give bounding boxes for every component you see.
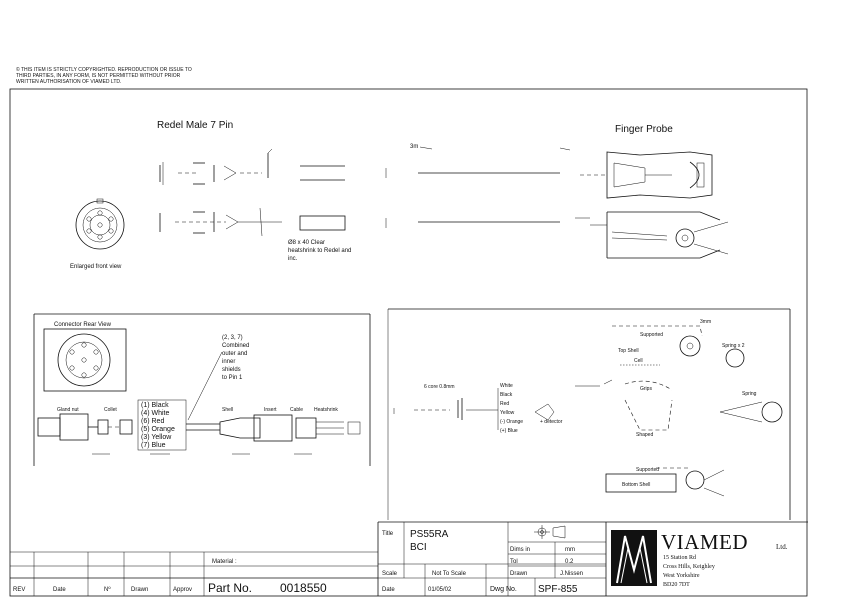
assembly-detail-panel: Connector Rear View (2, 3, 7) Combined o… (33, 313, 371, 466)
part-label-insert: Insert (264, 407, 277, 413)
cable-length-label: 3m (410, 144, 418, 150)
enlarged-front-view-label: Enlarged front view (70, 264, 122, 270)
sleeving-note-3: inc. (288, 256, 298, 262)
date-label: Date (382, 587, 395, 593)
drawn-label: Drawn (510, 571, 527, 577)
viamed-logo (611, 530, 657, 586)
pin-list-item-6: (7) Blue (141, 442, 166, 449)
shield-note-6: to Pin 1 (222, 375, 243, 381)
wire-color-white: White (500, 383, 513, 389)
wire-color-blue: (+) Blue (500, 428, 518, 434)
finger-probe-side-view (590, 211, 729, 259)
redel-connector-title: Redel Male 7 Pin (157, 120, 233, 131)
exploded-assembly (37, 413, 361, 455)
projection-symbol-icon (534, 525, 566, 539)
company-suffix: Ltd. (776, 543, 788, 551)
label-grips: Grips (640, 386, 652, 392)
shield-note-1: (2, 3, 7) (222, 335, 243, 341)
dims-label: Dims in (510, 547, 530, 553)
part-label-heatshrink: Heatshrink (314, 407, 338, 413)
rev-header-rev: REV (13, 587, 25, 593)
part-label-cable: Cable (290, 407, 303, 413)
sleeving-note-1: Ø8 x 40 Clear (288, 240, 325, 246)
connector-rear-view-label: Connector Rear View (54, 322, 112, 328)
pin-list-item-5: (3) Yellow (141, 434, 172, 441)
drawing-number-label: Dwg No. (490, 586, 517, 593)
rev-header-drawn: Drawn (131, 587, 148, 593)
rev-header-approved: Approv (173, 587, 192, 593)
copyright-line-3: WRITTEN AUTHORISATION OF VIAMED LTD. (16, 79, 121, 85)
top-view: Redel Male 7 Pin Finger Probe 3m Enlarge… (70, 120, 729, 270)
company-address-3: West Yorkshire (663, 573, 700, 579)
part-label-collet: Collet (104, 407, 117, 413)
company-name: VIAMED (661, 530, 748, 554)
label-supported-bottom: Supported (636, 467, 659, 473)
connector-side-view (159, 207, 590, 237)
probe-shell-parts (605, 325, 783, 497)
title-label: Title (382, 531, 394, 537)
wire-color-yellow: Yellow (500, 410, 515, 416)
company-address-4: BD20 7DT (663, 582, 690, 588)
copyright-line-2: THIRD PARTIES, IN ANY FORM, IS NOT PERMI… (16, 73, 181, 79)
pin-list-item-2: (4) White (141, 410, 170, 417)
connector-rear-view (57, 333, 111, 387)
shield-note-2: Combined (222, 343, 249, 349)
date-value: 01/05/02 (428, 587, 452, 593)
wire-color-orange: (-) Orange (500, 419, 523, 425)
part-number-value: 0018550 (280, 581, 327, 595)
rev-header-number: Nº (104, 586, 111, 593)
part-number-label: Part No. (208, 581, 252, 595)
title-block: Material : REV Date Nº Drawn Approv Part… (10, 521, 808, 596)
pin-list-item-1: (1) Black (141, 402, 169, 409)
rev-header-date: Date (53, 587, 66, 593)
connector-rear-view-box (43, 328, 127, 392)
enlarged-front-view (75, 198, 125, 250)
company-address-1: 15 Station Rd (663, 555, 696, 561)
label-top-shell: Top Shell (618, 348, 639, 354)
finger-probe-title: Finger Probe (615, 124, 673, 135)
title-line-2: BCI (410, 542, 427, 553)
finger-probe-top-view (580, 151, 713, 199)
shield-note-5: shields (222, 367, 241, 373)
connector-plan-view (159, 146, 571, 185)
scale-value: Not To Scale (432, 571, 467, 577)
material-label: Material : (212, 559, 237, 565)
tolerance-label: Tol (510, 559, 518, 565)
label-3mm: 3mm (700, 319, 711, 325)
sleeving-note-2: heatshrink to Redel and (288, 248, 351, 254)
title-line-1: PS55RA (410, 529, 449, 540)
tolerance-value: 0.2 (565, 559, 574, 565)
company-address-2: Cross Hills, Keighley (663, 564, 715, 570)
dims-value: mm (565, 547, 575, 553)
drawing-border (9, 88, 808, 597)
shield-note-3: outer and (222, 351, 247, 357)
drawing-number-value: SPF-855 (538, 584, 578, 595)
label-cell: Cell (634, 358, 643, 364)
scale-label: Scale (382, 571, 398, 577)
drawn-value: J.Nissen (560, 571, 583, 577)
copyright-notice: © THIS ITEM IS STRICTLY COPYRIGHTED. REP… (16, 66, 192, 85)
pin-list-item-3: (6) Red (141, 418, 164, 425)
wire-detector-note: + detector (540, 419, 563, 425)
label-supported-top: Supported (640, 332, 663, 338)
wire-color-red: Red (500, 401, 509, 407)
label-bottom-shell: Bottom Shell (622, 482, 650, 488)
shield-note-4: inner (222, 359, 235, 365)
part-label-shell: Shell (222, 407, 233, 413)
pin-list-item-4: (5) Orange (141, 426, 175, 433)
label-shaped: Shaped (636, 432, 653, 438)
copyright-line-1: © THIS ITEM IS STRICTLY COPYRIGHTED. REP… (16, 66, 192, 73)
label-spring: Spring (742, 391, 757, 397)
label-spring-x2: Spring x 2 (722, 343, 745, 349)
part-label-gland-nut: Gland nut (57, 407, 79, 413)
wire-color-black: Black (500, 392, 513, 398)
probe-assembly-panel: 6 core 0.8mm White Black Red Yellow (-) … (387, 308, 791, 520)
cable-spec-label: 6 core 0.8mm (424, 384, 455, 390)
